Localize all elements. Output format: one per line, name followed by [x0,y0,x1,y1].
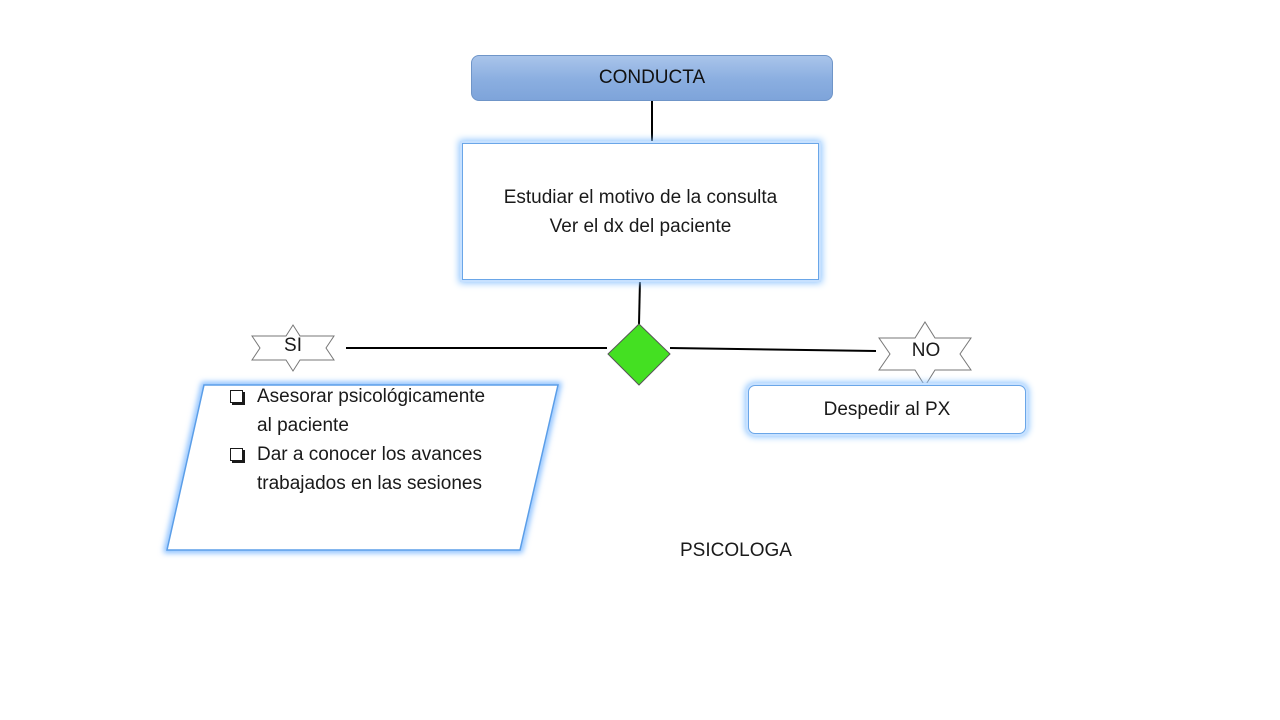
si-star-shape [251,324,335,372]
despedir-label: Despedir al PX [823,398,951,420]
conducta-label: CONDUCTA [598,67,706,88]
list-item: Dar a conocer los avances trabajados en … [228,440,490,498]
footer-label: PSICOLOGA [680,540,792,561]
study-node[interactable]: Estudiar el motivo de la consulta Ver el… [462,143,819,280]
action-text: Asesorar psicológicamente al paciente [257,386,486,436]
checkbox-bullet-icon [230,390,243,403]
list-item: Asesorar psicológicamente al paciente [228,382,490,440]
action-text: Dar a conocer los avances trabajados en … [257,444,482,494]
no-label: NO [911,340,941,361]
connector-study-to-decision [638,279,641,325]
si-label: SI [284,335,302,356]
study-line-1: Estudiar el motivo de la consulta [503,186,778,208]
decision-diamond[interactable] [607,323,671,386]
actions-parallelogram [166,384,559,551]
despedir-node[interactable]: Despedir al PX [748,385,1026,434]
connector-decision-to-no [669,347,877,352]
conducta-node[interactable]: CONDUCTA [471,55,833,101]
checkbox-bullet-icon [230,448,243,461]
yes-actions-list: Asesorar psicológicamente al paciente Da… [228,382,490,498]
study-line-2: Ver el dx del paciente [549,215,732,237]
